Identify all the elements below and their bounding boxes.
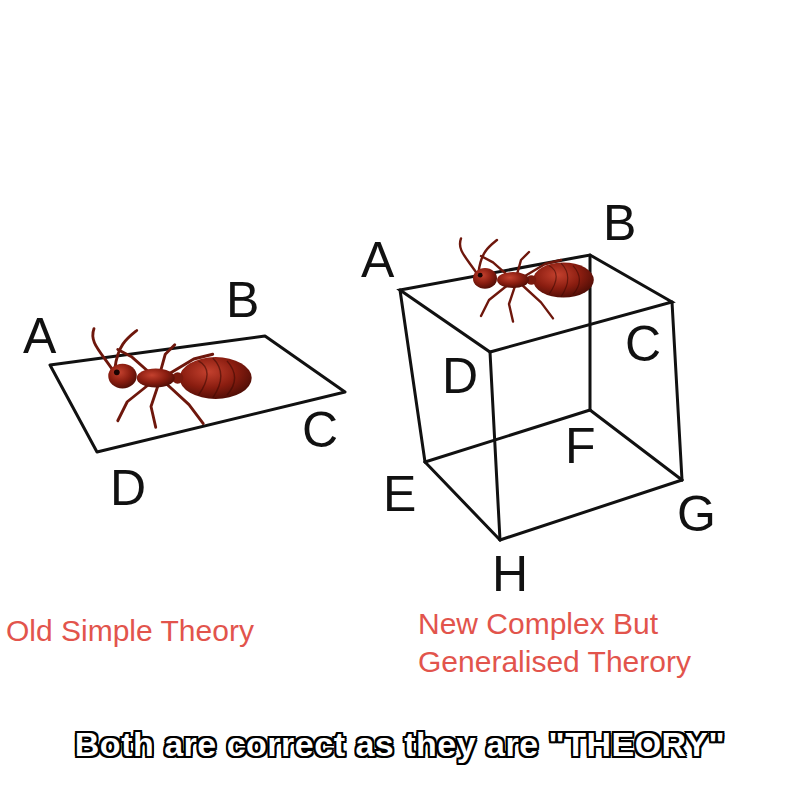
vertex-letter: C [625,319,661,369]
vertex-letter: E [383,469,416,519]
vertex-letter: B [603,198,636,248]
vertex-letter: G [677,489,716,539]
vertex-letter: B [226,275,259,325]
figure-caption: Old Simple Theory [6,612,366,650]
vertex-letter: C [302,405,338,455]
vertex-letter: A [361,235,394,285]
figure-caption: New Complex But Generalised Therory [418,605,748,680]
vertex-letter: D [442,351,478,401]
vertex-letter: D [110,463,146,513]
vertex-letter: F [565,421,596,471]
vertex-letter: A [23,311,56,361]
ant-drawing [93,329,252,428]
meme-caption: Both are correct as they are "THEORY" [0,726,800,763]
vertex-letter: H [492,549,528,599]
ant-drawing [460,238,594,321]
cube-wireframe [400,255,682,540]
